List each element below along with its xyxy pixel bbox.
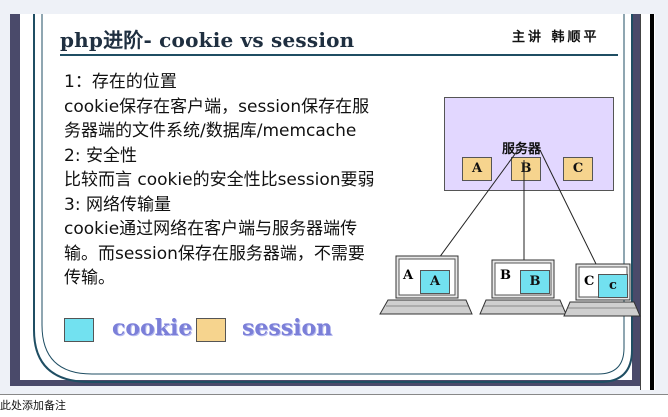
slide-title: php进阶- cookie vs session — [60, 28, 355, 52]
legend-cookie-label: cookie — [112, 315, 193, 341]
slide-body: 1：存在的位置 cookie保存在客户端，session保存在服 务器端的文件系… — [64, 70, 414, 291]
body-line: cookie通过网络在客户端与服务器端传 — [64, 219, 358, 239]
connection-line-a — [435, 149, 519, 263]
client-a-label: A — [403, 268, 414, 283]
title-divider — [60, 54, 618, 56]
client-a-cookie: A — [420, 270, 450, 294]
body-line: 传输。 — [64, 268, 115, 288]
legend-session-swatch — [196, 318, 226, 342]
session-slot-b: B — [511, 157, 541, 181]
slide-canvas — [20, 14, 632, 380]
connection-line-c — [539, 149, 599, 269]
legend-cookie-swatch — [64, 318, 94, 342]
body-line: 2: 安全性 — [64, 145, 137, 166]
vertical-scrollbar-thumb[interactable] — [650, 14, 654, 390]
session-slot-c: C — [563, 157, 593, 181]
body-line: 务器端的文件系统/数据库/memcache — [64, 121, 357, 141]
notes-placeholder[interactable]: 此处添加备注 — [0, 399, 66, 412]
body-line: 3: 网络传输量 — [64, 194, 171, 215]
client-c-cookie: c — [598, 274, 628, 298]
legend-session-label: session — [242, 315, 333, 341]
server-label: 服务器 — [502, 142, 542, 157]
lecturer-name: 主讲 韩顺平 — [512, 30, 600, 45]
client-b-cookie: B — [520, 270, 550, 294]
body-line: cookie保存在客户端，session保存在服 — [64, 96, 370, 117]
session-slot-a: A — [462, 157, 492, 181]
body-line: 比较而言 cookie的安全性比session要弱 — [64, 170, 375, 190]
client-b-label: B — [500, 268, 511, 283]
body-line: 1：存在的位置 — [64, 72, 177, 92]
body-line: 输。而session保存在服务器端，不需要 — [64, 243, 365, 264]
notes-pane[interactable] — [0, 394, 668, 417]
client-c-label: C — [584, 274, 595, 289]
